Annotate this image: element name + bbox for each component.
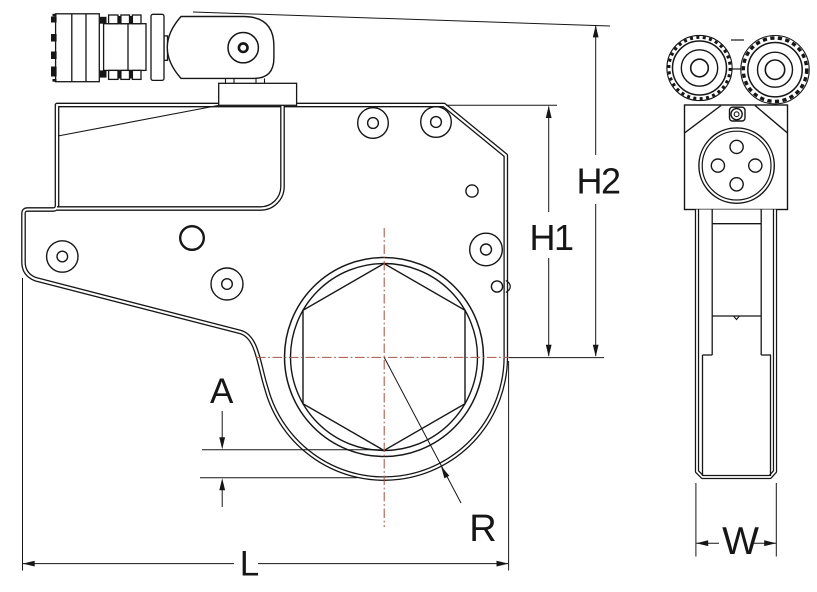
svg-text:R: R [469,508,496,550]
svg-text:H1: H1 [529,217,572,258]
svg-text:H2: H2 [576,161,619,202]
svg-text:A: A [210,372,234,411]
svg-text:L: L [240,545,259,584]
svg-text:W: W [722,520,759,563]
